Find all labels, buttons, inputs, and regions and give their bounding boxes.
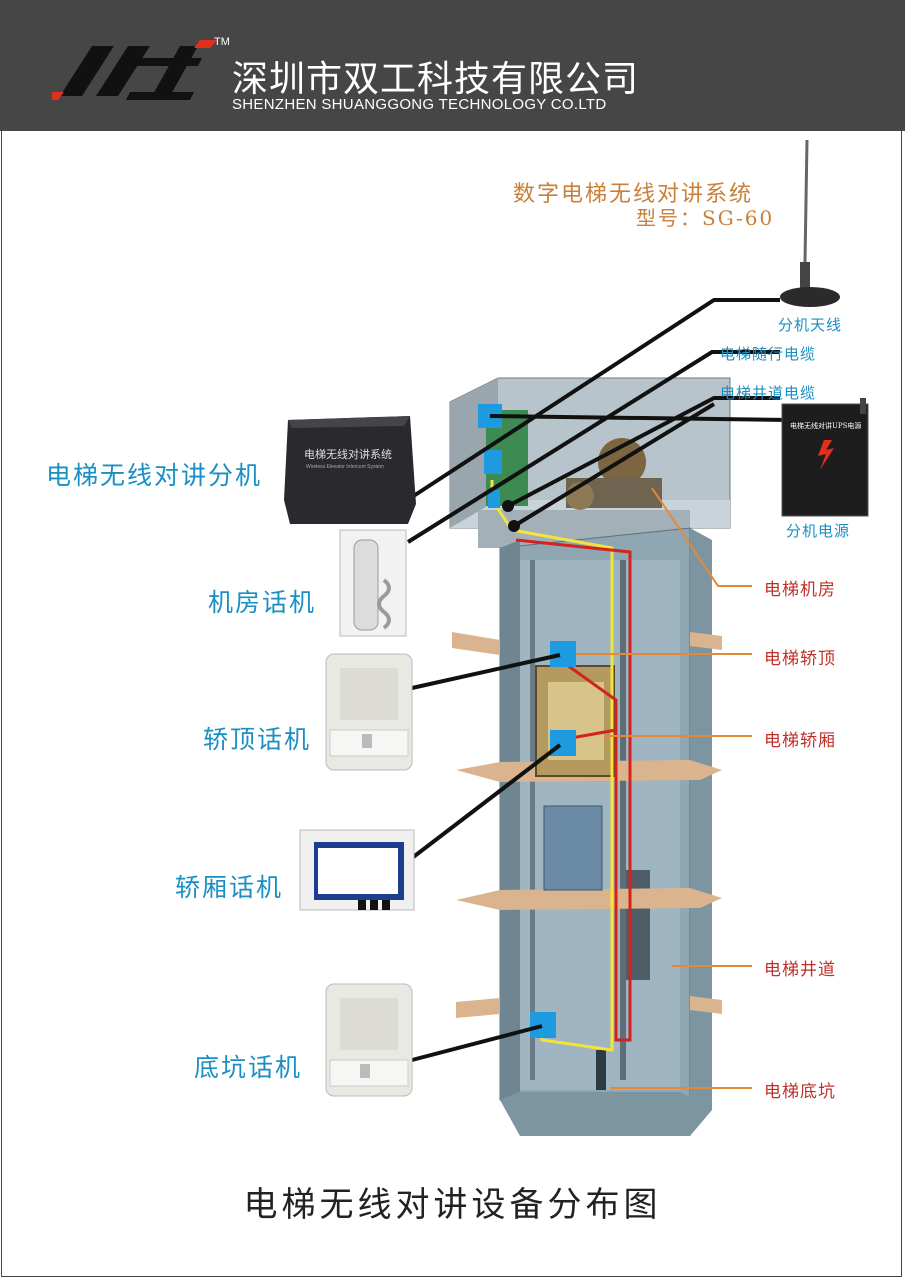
diagram-title: 电梯无线对讲设备分布图 bbox=[243, 1185, 662, 1225]
machine-room-phone-label: 机房话机 bbox=[208, 588, 317, 617]
antenna-icon bbox=[780, 139, 840, 307]
cable-end-dot-1 bbox=[502, 500, 514, 512]
node-car-top bbox=[550, 641, 576, 667]
car-top-phone-icon bbox=[325, 653, 413, 771]
traveling-cable-label: 电梯随行电缆 bbox=[720, 345, 817, 363]
shaft-cable-red bbox=[515, 538, 632, 1042]
car-phone-label: 轿厢话机 bbox=[175, 873, 284, 902]
power-supply-panel-text: 电梯无线对讲UPS电源 bbox=[790, 421, 861, 430]
system-model: 型号：SG-60 bbox=[636, 206, 775, 230]
zone-leader-lines bbox=[576, 487, 752, 1089]
extension-unit-label: 电梯无线对讲分机 bbox=[46, 461, 263, 490]
machine-room-box bbox=[449, 377, 731, 548]
car-top-zone-label: 电梯轿顶 bbox=[764, 649, 836, 669]
company-name-en: SHENZHEN SHUANGGONG TECHNOLOGY CO.LTD bbox=[232, 96, 607, 113]
node-machine-phone bbox=[484, 450, 502, 474]
power-supply-label: 分机电源 bbox=[786, 522, 851, 540]
machine-room-handset-icon bbox=[339, 529, 407, 637]
extension-unit-device bbox=[284, 416, 416, 524]
node-cable-link bbox=[488, 490, 500, 508]
antenna-label: 分机天线 bbox=[778, 316, 843, 334]
pit-zone-label: 电梯底坑 bbox=[764, 1082, 836, 1102]
system-title: 数字电梯无线对讲系统 bbox=[513, 182, 754, 207]
extension-unit-panel-en: Wireless Elevator Intercom System bbox=[306, 464, 384, 470]
power-supply-device bbox=[781, 398, 869, 517]
company-logo bbox=[52, 40, 217, 100]
elevator-shaft bbox=[452, 527, 722, 1136]
extension-unit-panel-text: 电梯无线对讲系统 bbox=[304, 447, 392, 461]
shaft-cable-label: 电梯井道电缆 bbox=[720, 384, 817, 402]
pit-phone-icon bbox=[325, 983, 413, 1097]
pit-phone-label: 底坑话机 bbox=[194, 1053, 303, 1082]
shaft-zone-label: 电梯井道 bbox=[764, 960, 836, 980]
device-leader-lines bbox=[406, 298, 791, 1062]
car-top-phone-label: 轿顶话机 bbox=[203, 725, 312, 754]
car-panel-phone-icon bbox=[299, 829, 415, 911]
cable-end-dot-2 bbox=[508, 520, 520, 532]
node-pit bbox=[530, 1012, 556, 1038]
machine-room-zone-label: 电梯机房 bbox=[764, 580, 836, 600]
car-zone-label: 电梯轿厢 bbox=[764, 731, 836, 751]
company-name-cn: 深圳市双工科技有限公司 bbox=[232, 59, 640, 100]
trademark-mark: TM bbox=[214, 36, 230, 48]
